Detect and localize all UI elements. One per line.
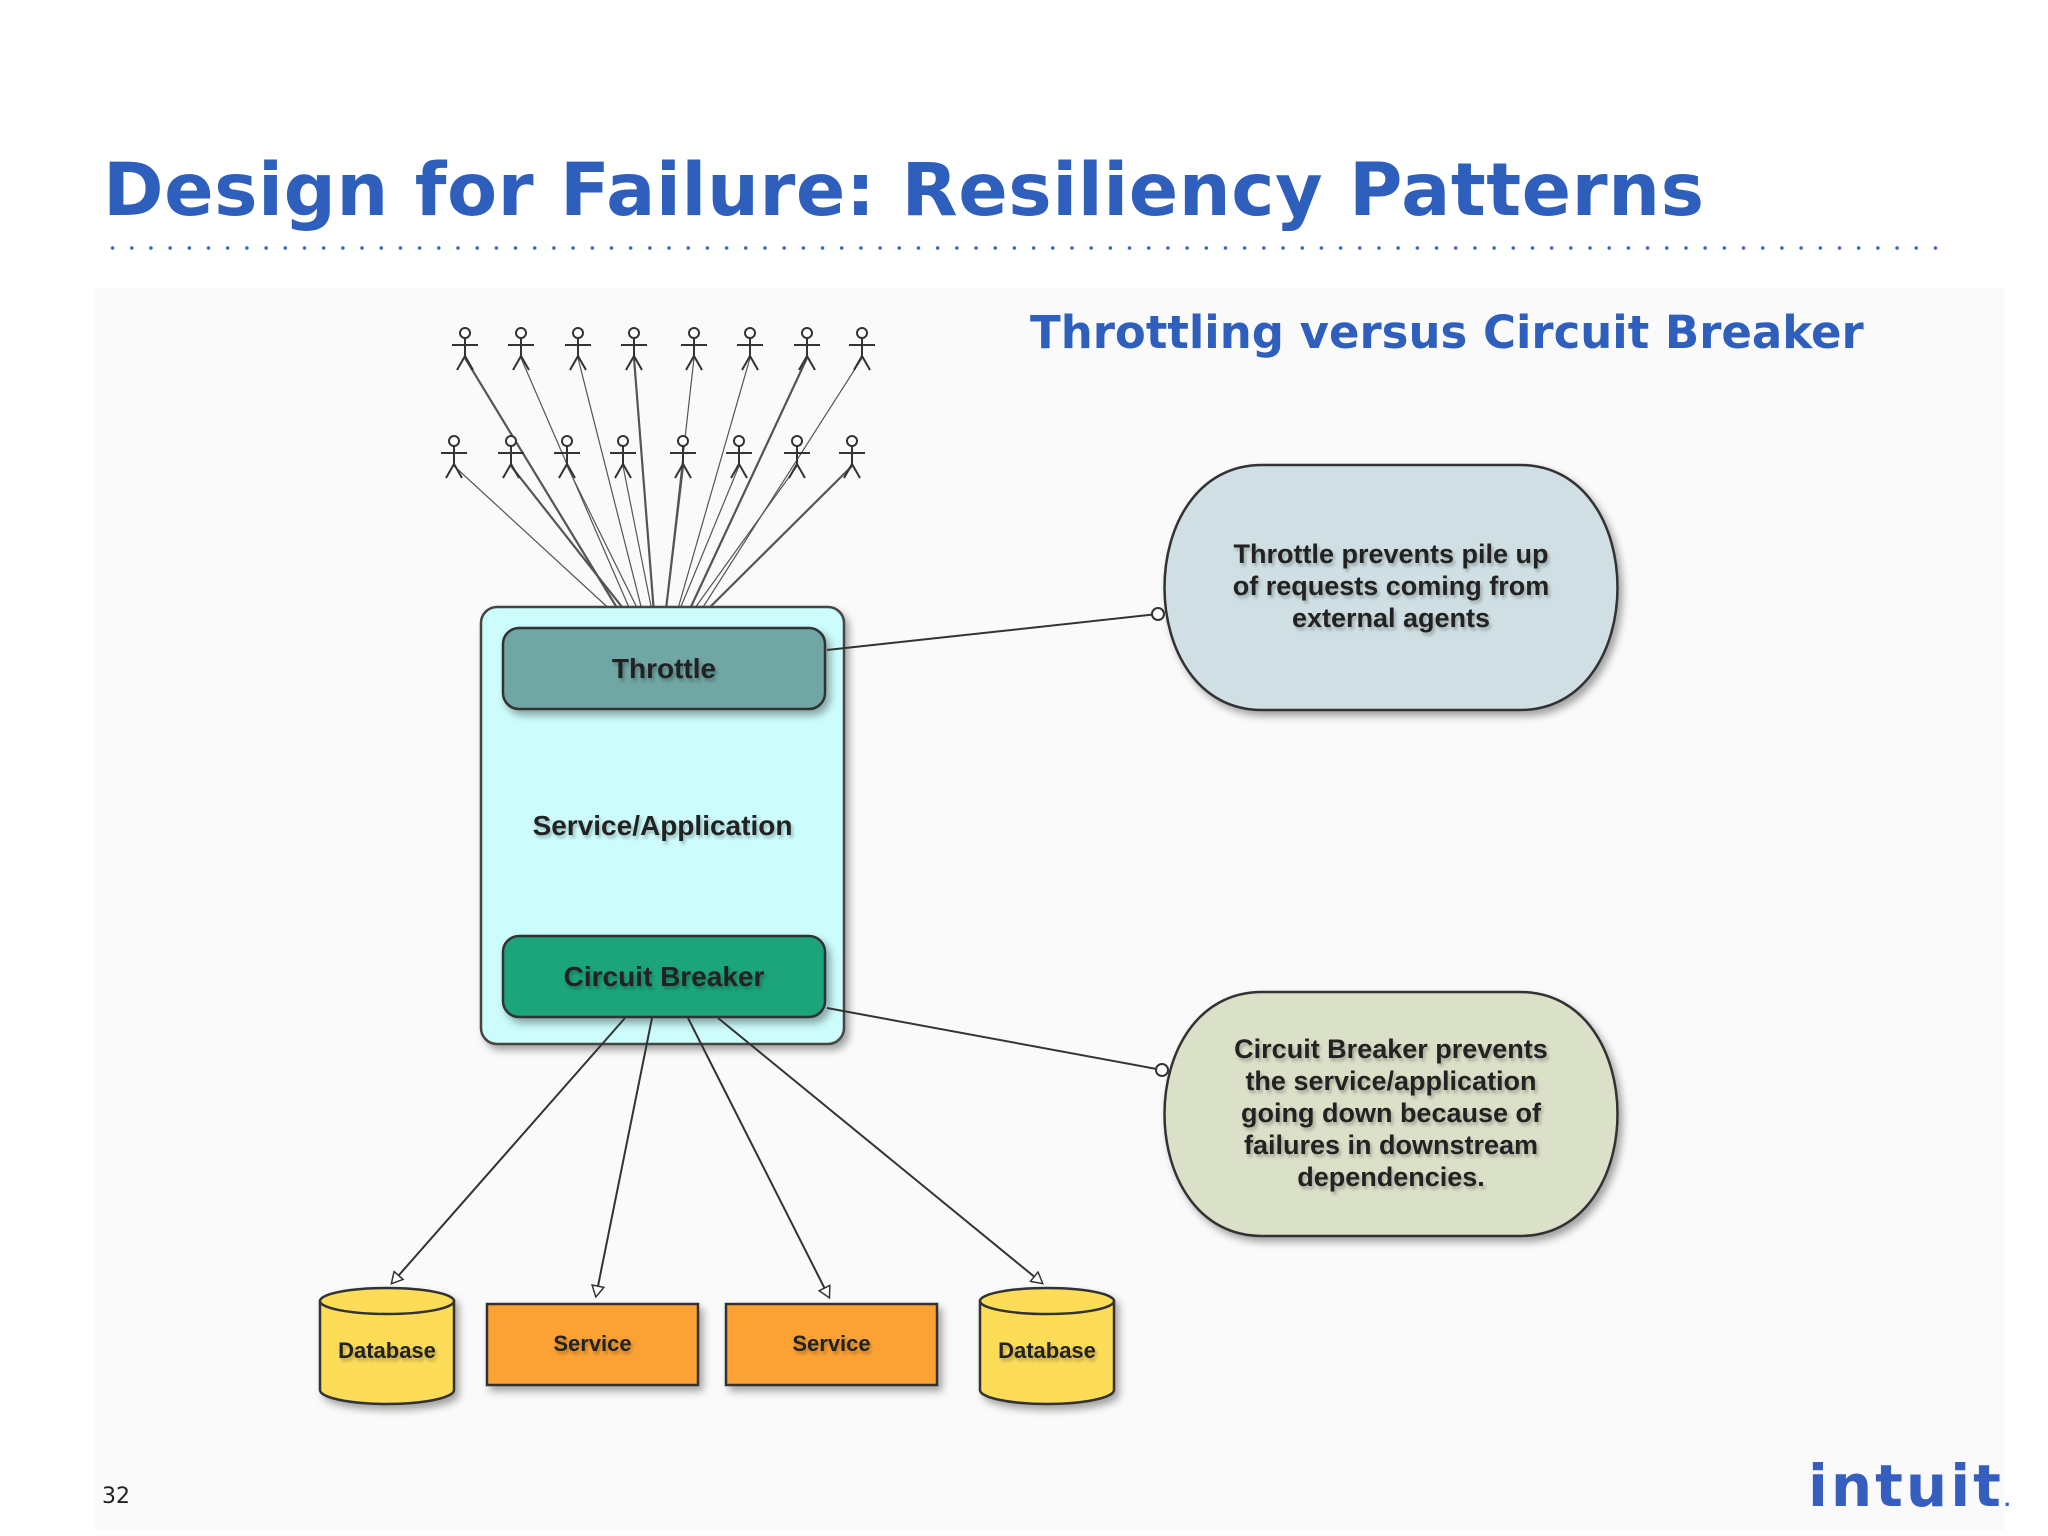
arrow-to-database-right [717, 1017, 1042, 1283]
callout-line: Throttle prevents pile up [1233, 539, 1549, 569]
throttle-box [501, 626, 827, 711]
request-line [566, 465, 647, 627]
actor-icon [681, 327, 707, 371]
request-line [464, 357, 629, 627]
request-lines [453, 357, 863, 627]
actor-icon [849, 327, 875, 371]
actor-icon [498, 435, 524, 479]
throttle-callout-connector-end [1151, 607, 1165, 621]
request-line [681, 465, 798, 627]
database-left-label: Database [338, 1338, 436, 1363]
logo-mark: . [2003, 1490, 2011, 1511]
database-right-label: Database [998, 1338, 1096, 1363]
circuit-breaker-callout-text: Circuit Breaker prevents the service/app… [1158, 1033, 1624, 1193]
request-line [632, 357, 657, 627]
service-application-label: Service/Application [532, 810, 793, 841]
external-agents [441, 327, 875, 479]
arrow-to-service-right [687, 1017, 829, 1297]
actor-icon [784, 435, 810, 479]
circuit-breaker-callout-connector [826, 1007, 1163, 1071]
actor-icon [621, 327, 647, 371]
request-line [690, 465, 853, 627]
actor-icon [794, 327, 820, 371]
actor-icon [508, 327, 534, 371]
intuit-logo: intuit. [1808, 1452, 2011, 1520]
circuit-breaker-callout-connector-end [1155, 1063, 1169, 1077]
arrow-to-service-left [596, 1017, 653, 1296]
page-number: 32 [102, 1484, 130, 1509]
actor-icon [441, 435, 467, 479]
callout-line: dependencies. [1297, 1162, 1485, 1192]
callout-line: external agents [1291, 603, 1491, 633]
circuit-breaker-label: Circuit Breaker [563, 960, 765, 992]
actor-icon [452, 327, 478, 371]
throttle-label: Throttle [611, 652, 717, 684]
service-left [485, 1302, 700, 1387]
logo-wordmark: intuit [1808, 1452, 2004, 1520]
callout-line: of requests coming from [1232, 571, 1550, 601]
request-line [520, 357, 638, 627]
callout-line: failures in downstream [1243, 1130, 1539, 1160]
request-line [672, 357, 751, 627]
throttle-callout-shape [1163, 463, 1619, 712]
diagram-subtitle: Throttling versus Circuit Breaker [1030, 306, 1864, 359]
request-line [662, 465, 685, 627]
callout-line: going down because of [1240, 1098, 1541, 1128]
throttle-callout-text: Throttle prevents pile up of requests co… [1158, 538, 1624, 634]
service-right-label: Service [792, 1331, 871, 1356]
request-line [510, 465, 638, 627]
actor-icon [737, 327, 763, 371]
request-line [672, 465, 740, 627]
actor-icon [839, 435, 865, 479]
actor-icon [554, 435, 580, 479]
database-right [978, 1286, 1116, 1406]
circuit-breaker-callout-shape [1163, 990, 1619, 1238]
title-dotted-rule [103, 246, 1943, 250]
request-line [622, 465, 656, 627]
actor-icon [610, 435, 636, 479]
database-left [318, 1286, 456, 1406]
service-right [724, 1302, 939, 1387]
request-line [577, 357, 647, 627]
request-line [453, 465, 629, 627]
callout-line: the service/application [1245, 1066, 1537, 1096]
arrow-to-database-left [392, 1017, 626, 1283]
circuit-breaker-box [501, 934, 827, 1019]
callout-line: Circuit Breaker prevents [1234, 1034, 1548, 1064]
request-line [681, 357, 808, 627]
actor-icon [565, 327, 591, 371]
throttle-callout-connector [826, 613, 1159, 651]
service-left-label: Service [553, 1331, 632, 1356]
request-line [690, 357, 863, 627]
actor-icon [726, 435, 752, 479]
actor-icon [670, 435, 696, 479]
slide-title: Design for Failure: Resiliency Patterns [103, 148, 1705, 233]
